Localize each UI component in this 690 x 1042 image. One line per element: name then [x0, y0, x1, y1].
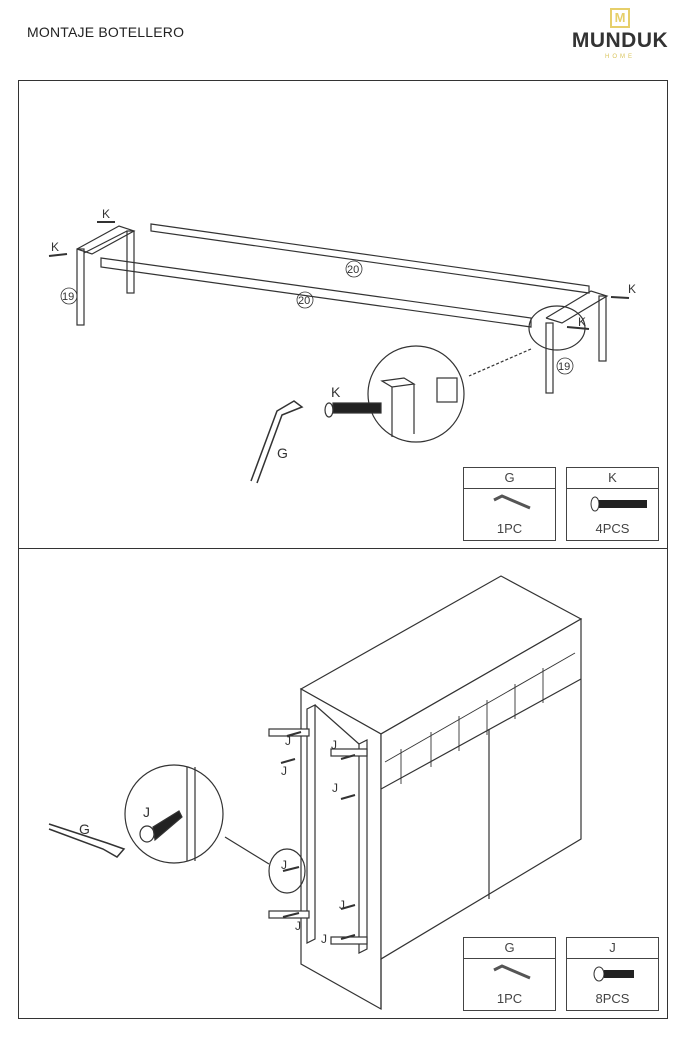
label-k: K	[51, 240, 59, 254]
magnified-detail	[124, 764, 224, 864]
screw-k-icons	[48, 221, 630, 330]
label-j: J	[321, 932, 327, 946]
label-20: 20	[298, 295, 310, 307]
part-code: G	[464, 468, 555, 489]
leg-19-left	[76, 225, 136, 326]
label-k: K	[628, 282, 636, 296]
logo-mark-icon: M	[610, 8, 630, 28]
label-19: 19	[558, 361, 570, 373]
label-19: 19	[62, 291, 74, 303]
part-code: K	[567, 468, 658, 489]
allen-key-g	[48, 823, 126, 858]
label-k: K	[331, 384, 341, 400]
allen-key-icon	[493, 494, 531, 510]
label-j: J	[285, 734, 291, 748]
step-2-panel: J J J J J J J J J G G 1PC J 8PCS	[18, 548, 668, 1019]
part-quantity: 8PCS	[595, 991, 630, 1006]
bottle-cubbies	[384, 652, 576, 784]
label-j: J	[281, 764, 287, 778]
allen-key-icon	[493, 964, 531, 980]
label-j: J	[295, 919, 301, 933]
screw-j-icons	[280, 731, 356, 940]
detail-callout-circle	[528, 305, 586, 351]
logo-subtitle: HOME	[605, 54, 635, 60]
step-1-illustration: K K K K K G 19 19 20 20	[48, 207, 636, 484]
leg-19-right	[545, 290, 609, 394]
part-g: G 1PC	[463, 937, 556, 1011]
logo-wordmark: MUNDUK	[571, 29, 669, 52]
magnified-detail	[367, 345, 465, 443]
screw-icon	[590, 496, 647, 512]
label-k: K	[102, 207, 110, 221]
part-quantity: 4PCS	[595, 521, 630, 536]
allen-key-g	[250, 400, 304, 484]
brand-logo: M MUNDUK HOME	[560, 8, 680, 64]
part-code: G	[464, 938, 555, 959]
part-quantity: 1PC	[496, 521, 523, 536]
number-circles	[60, 260, 574, 375]
step-1-parts-list: G 1PC K 4PCS	[463, 467, 659, 541]
step-2-illustration: J J J J J J J J J G	[48, 575, 583, 1011]
screw-icon	[593, 966, 634, 982]
part-k: K 4PCS	[566, 467, 659, 541]
rail-20-back	[150, 223, 590, 294]
label-g: G	[79, 821, 90, 837]
part-code: J	[567, 938, 658, 959]
part-g: G 1PC	[463, 467, 556, 541]
side-frame	[268, 704, 368, 954]
step-1-panel: K K K K K G 19 19 20 20 G 1PC K 4PCS	[18, 80, 668, 549]
label-20: 20	[347, 264, 359, 276]
label-j: J	[143, 804, 150, 820]
detail-callout-circle	[268, 848, 306, 894]
part-quantity: 1PC	[496, 991, 523, 1006]
label-j: J	[331, 738, 337, 752]
document-title: MONTAJE BOTELLERO	[27, 24, 185, 40]
label-j: J	[339, 898, 345, 912]
rail-20-front	[100, 257, 532, 328]
screw-k-large	[324, 402, 382, 418]
label-k: K	[578, 315, 586, 329]
label-j: J	[332, 781, 338, 795]
label-j: J	[281, 858, 287, 872]
step-2-parts-list: G 1PC J 8PCS	[463, 937, 659, 1011]
label-g: G	[277, 445, 288, 461]
part-j: J 8PCS	[566, 937, 659, 1011]
